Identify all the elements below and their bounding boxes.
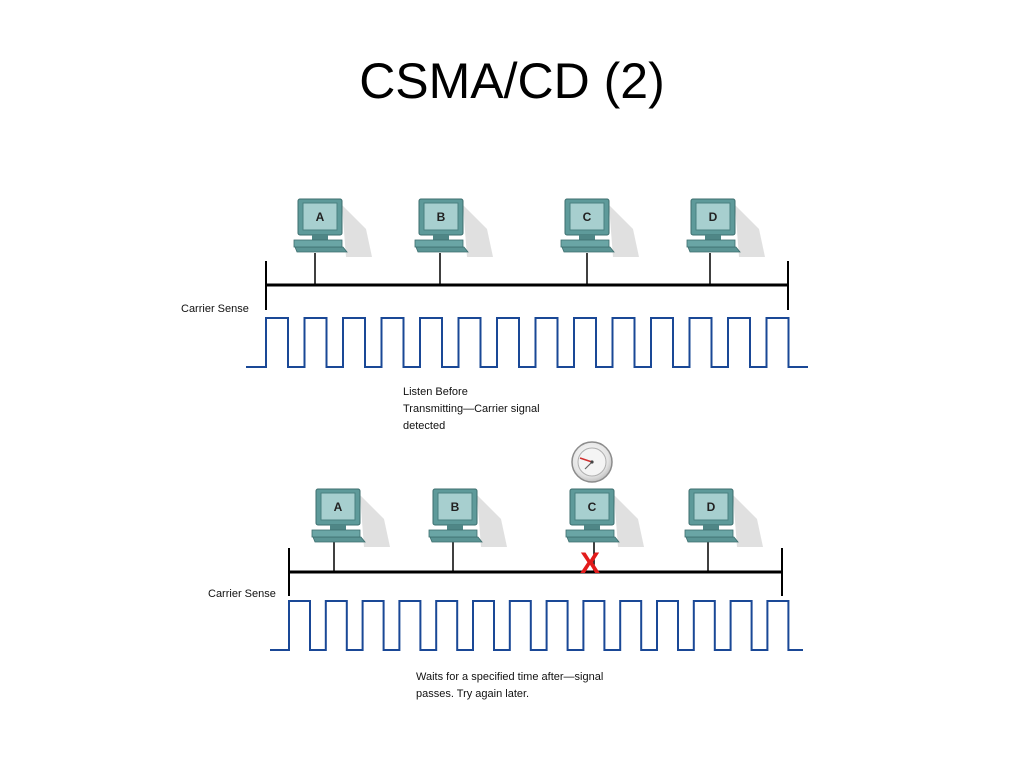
keyboard-icon (687, 246, 741, 253)
monitor-stand (705, 235, 721, 240)
monitor-stand (579, 235, 595, 240)
station-label: A (316, 210, 325, 224)
computer-base (565, 529, 615, 538)
keyboard-icon (561, 246, 615, 253)
keyboard-icon (566, 536, 620, 543)
keyboard-icon (415, 246, 469, 253)
monitor-stand (330, 525, 346, 530)
carrier-signal-waveform (270, 600, 803, 651)
station-shadow (360, 495, 390, 547)
computer-base (293, 239, 343, 248)
carrier-sense-label: Carrier Sense (208, 588, 276, 600)
monitor-screen (437, 492, 473, 521)
station-label: B (437, 210, 446, 224)
station-shadow (342, 205, 372, 257)
computer-base (311, 529, 361, 538)
keyboard-icon (294, 246, 348, 253)
carrier-sense-label: Carrier Sense (181, 303, 249, 315)
monitor-screen (695, 202, 731, 231)
clock-icon (571, 441, 613, 483)
carrier-signal-waveform (246, 317, 808, 368)
x-mark-icon: X (580, 547, 600, 580)
keyboard-icon (312, 536, 366, 543)
station-shadow (477, 495, 507, 547)
monitor-screen (423, 202, 459, 231)
keyboard-icon (429, 536, 483, 543)
station-label: D (707, 500, 716, 514)
station-a: A (311, 488, 390, 547)
station-shadow (463, 205, 493, 257)
station-d: D (686, 198, 765, 257)
station-c: C (565, 488, 644, 547)
monitor-screen (693, 492, 729, 521)
station-b: B (428, 488, 507, 547)
scenario-2: A B C D X Carrier Sense Waits for a spec… (208, 441, 803, 700)
scenario-1: A B C D Carrier Sense Listen Before Tran… (181, 198, 808, 432)
station-label: A (334, 500, 343, 514)
station-shadow (735, 205, 765, 257)
computer-base (560, 239, 610, 248)
keyboard-icon (685, 536, 739, 543)
caption: Listen Before Transmitting—Carrier signa… (403, 386, 543, 432)
monitor-stand (312, 235, 328, 240)
monitor-screen (569, 202, 605, 231)
station-shadow (609, 205, 639, 257)
station-label: D (709, 210, 718, 224)
monitor-stand (433, 235, 449, 240)
station-shadow (733, 495, 763, 547)
monitor-stand (703, 525, 719, 530)
monitor-screen (302, 202, 338, 231)
station-label: C (588, 500, 597, 514)
caption: Waits for a specified time after—signal … (416, 671, 606, 700)
station-a: A (293, 198, 372, 257)
monitor-stand (584, 525, 600, 530)
station-label: B (451, 500, 460, 514)
computer-base (428, 529, 478, 538)
computer-base (686, 239, 736, 248)
monitor-stand (447, 525, 463, 530)
station-shadow (614, 495, 644, 547)
station-c: C (560, 198, 639, 257)
computer-base (414, 239, 464, 248)
station-b: B (414, 198, 493, 257)
monitor-screen (320, 492, 356, 521)
station-label: C (583, 210, 592, 224)
slide-title: CSMA/CD (2) (359, 53, 665, 109)
monitor-screen (574, 492, 610, 521)
station-d: D (684, 488, 763, 547)
computer-base (684, 529, 734, 538)
